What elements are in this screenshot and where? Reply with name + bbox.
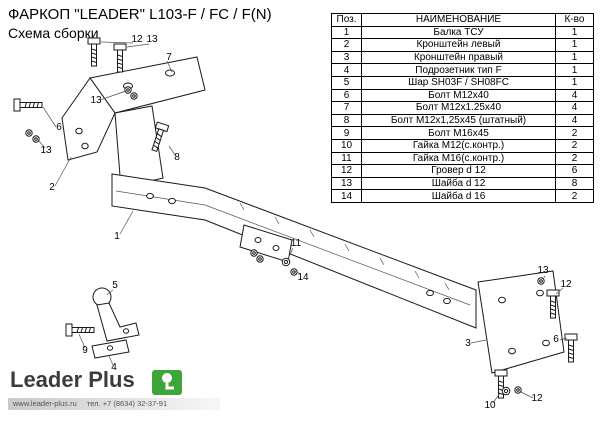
callout-10: 10 <box>484 400 496 411</box>
bolt-icon <box>87 37 101 67</box>
washer-icon <box>514 386 522 394</box>
callout-12: 12 <box>531 393 543 404</box>
washer-icon <box>250 249 258 257</box>
towball-icon <box>162 373 174 390</box>
beam-hatch-ticks <box>239 202 450 291</box>
washer-icon <box>256 255 264 263</box>
beam-part <box>111 173 477 329</box>
washer-icon <box>124 86 132 94</box>
callout-numbers: 12 13 7 13 6 13 2 8 1 11 14 5 9 4 3 13 1… <box>40 34 572 411</box>
callout-leader-lines <box>37 41 568 404</box>
callout-13: 13 <box>537 265 549 276</box>
callout-8: 8 <box>174 152 180 163</box>
towball-part <box>92 287 140 342</box>
callout-6: 6 <box>553 334 559 345</box>
brand-logo-icon <box>152 370 182 395</box>
callout-13: 13 <box>40 145 52 156</box>
washer-icon <box>130 92 138 100</box>
callout-11: 11 <box>291 238 302 249</box>
right-bracket-part <box>477 270 565 374</box>
callout-3: 3 <box>465 338 471 349</box>
bolt-icon <box>65 323 95 337</box>
callout-4: 4 <box>111 362 117 373</box>
callout-2: 2 <box>49 182 55 193</box>
nut-icon <box>281 257 291 267</box>
socket-plate-part <box>91 339 130 359</box>
contact-bar: www.leader-plus.ru тел. +7 (8634) 32-37-… <box>8 398 220 410</box>
brand-logo-text: Leader Plus <box>10 367 135 392</box>
website-link[interactable]: www.leader-plus.ru <box>13 399 77 408</box>
washer-icon <box>290 268 298 276</box>
callout-5: 5 <box>112 280 118 291</box>
page-subtitle: Схема сборки <box>8 25 99 41</box>
callout-12: 12 <box>560 279 572 290</box>
callout-12: 12 <box>131 34 143 45</box>
callout-9: 9 <box>82 345 88 356</box>
nut-icon <box>501 386 511 396</box>
phone-number: тел. +7 (8634) 32-37-91 <box>86 399 168 408</box>
callout-6: 6 <box>56 122 62 133</box>
bolt-icon <box>13 98 43 112</box>
left-bracket-part <box>61 56 206 189</box>
callout-7: 7 <box>166 52 172 63</box>
callout-1: 1 <box>114 231 120 242</box>
bolt-icon <box>113 43 127 73</box>
callout-14: 14 <box>297 272 309 283</box>
washer-icon <box>25 129 33 137</box>
part-qty: 2 <box>555 189 594 203</box>
page-title: ФАРКОП "LEADER" L103-F / FC / F(N) <box>8 6 272 23</box>
callout-13: 13 <box>146 34 158 45</box>
washer-icon <box>32 135 40 143</box>
table-header-row: Поз. НАИМЕНОВАНИЕ К-во <box>331 13 594 27</box>
callout-13: 13 <box>90 95 102 106</box>
part-qty: 1 <box>555 75 594 90</box>
